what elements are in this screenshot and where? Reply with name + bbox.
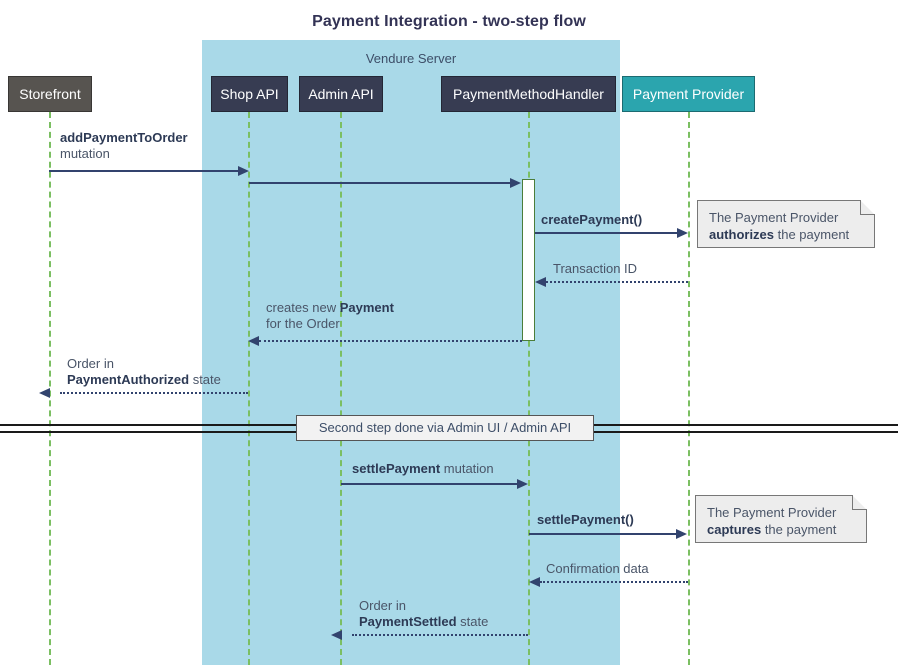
lifeline-shop-api [248, 112, 250, 665]
settle-payment-call-text: settlePayment() [537, 512, 634, 527]
order-in-text-2: Order in [359, 598, 406, 613]
note-captures-line1: The Payment Provider [707, 505, 837, 520]
arrow-head-order-payment-authorized [39, 388, 50, 398]
lifeline-admin-api [340, 112, 342, 665]
settle-payment-mutation-bold-text: settlePayment [352, 461, 441, 476]
note-authorizes-line1: The Payment Provider [709, 210, 839, 225]
creates-new-prefix-text: creates new [266, 300, 340, 315]
add-payment-bold-text: addPaymentToOrder [60, 130, 188, 145]
note-fold-corner-line-icon-2 [852, 495, 867, 510]
message-label-settle-payment-call: settlePayment() [537, 512, 634, 528]
participant-storefront-label: Storefront [19, 86, 81, 102]
note-payment-provider-captures: The Payment Provider captures the paymen… [695, 495, 867, 543]
message-arrow-order-payment-authorized [60, 392, 248, 394]
message-label-confirmation-data: Confirmation data [546, 561, 649, 577]
note-authorizes-bold: authorizes [709, 227, 775, 242]
participant-admin-api[interactable]: Admin API [299, 76, 383, 112]
note-authorizes-suffix: the payment [774, 227, 850, 242]
message-arrow-confirmation-data [540, 581, 688, 583]
participant-shop-api-label: Shop API [220, 86, 279, 102]
participant-payment-method-handler-label: PaymentMethodHandler [453, 86, 604, 102]
arrow-head-add-payment-to-order [238, 166, 249, 176]
note-fold-corner-icon-2 [852, 495, 867, 510]
participant-payment-provider[interactable]: Payment Provider [622, 76, 755, 112]
arrow-head-order-payment-settled [331, 630, 342, 640]
message-arrow-creates-new-payment [259, 340, 522, 342]
message-label-create-payment: createPayment() [541, 212, 642, 228]
creates-new-bold-text: Payment [339, 300, 394, 315]
arrow-head-create-payment [677, 228, 688, 238]
note-fold-corner-line-icon [860, 200, 875, 215]
message-arrow-create-payment [535, 232, 677, 234]
create-payment-text: createPayment() [541, 212, 643, 227]
payment-settled-bold-text: PaymentSettled [359, 614, 457, 629]
payment-authorized-suffix-text: state [189, 372, 221, 387]
participant-payment-method-handler[interactable]: PaymentMethodHandler [441, 76, 616, 112]
lifeline-payment-provider [688, 112, 690, 665]
arrow-head-settle-payment-mutation [517, 479, 528, 489]
page-title: Payment Integration - two-step flow [312, 13, 586, 30]
message-arrow-order-payment-settled [352, 634, 528, 636]
creates-new-second-text: for the Order [266, 316, 340, 331]
message-label-transaction-id: Transaction ID [553, 261, 637, 277]
message-arrow-settle-payment-call [529, 533, 676, 535]
participant-storefront[interactable]: Storefront [8, 76, 92, 112]
message-label-creates-new-payment: creates new Payment for the Order [266, 300, 394, 332]
add-payment-plain-text: mutation [60, 146, 110, 161]
confirmation-data-text: Confirmation data [546, 561, 649, 576]
order-in-text-1: Order in [67, 356, 114, 371]
arrow-head-shop-api-to-handler [510, 178, 521, 188]
group-vendure-server-label: Vendure Server [365, 51, 457, 66]
note-payment-provider-authorizes: The Payment Provider authorizes the paym… [697, 200, 875, 248]
payment-authorized-bold-text: PaymentAuthorized [67, 372, 190, 387]
message-arrow-transaction-id [546, 281, 688, 283]
message-arrow-shop-api-to-handler [249, 182, 511, 184]
divider-label-second-step: Second step done via Admin UI / Admin AP… [296, 415, 594, 441]
lifeline-storefront [49, 112, 51, 665]
message-label-order-payment-authorized: Order in PaymentAuthorized state [67, 356, 221, 388]
message-label-order-payment-settled: Order in PaymentSettled state [359, 598, 488, 630]
group-vendure-server [202, 40, 620, 665]
message-label-add-payment-to-order: addPaymentToOrder mutation [60, 130, 188, 162]
activation-bar-payment-method-handler [522, 179, 535, 341]
transaction-id-text: Transaction ID [553, 261, 638, 276]
arrow-head-creates-new-payment [248, 336, 259, 346]
participant-admin-api-label: Admin API [308, 86, 374, 102]
arrow-head-transaction-id [535, 277, 546, 287]
message-arrow-add-payment-to-order [49, 170, 239, 172]
settle-payment-mutation-suffix-text: mutation [440, 461, 494, 476]
arrow-head-settle-payment-call [676, 529, 687, 539]
note-captures-suffix: the payment [761, 522, 837, 537]
participant-shop-api[interactable]: Shop API [211, 76, 288, 112]
participant-payment-provider-label: Payment Provider [632, 86, 745, 102]
lifeline-payment-method-handler [528, 112, 530, 665]
note-fold-corner-icon [860, 200, 875, 215]
arrow-head-confirmation-data [529, 577, 540, 587]
message-label-settle-payment-mutation: settlePayment mutation [352, 461, 494, 477]
message-arrow-settle-payment-mutation [341, 483, 518, 485]
payment-settled-suffix-text: state [456, 614, 489, 629]
note-captures-bold: captures [707, 522, 762, 537]
